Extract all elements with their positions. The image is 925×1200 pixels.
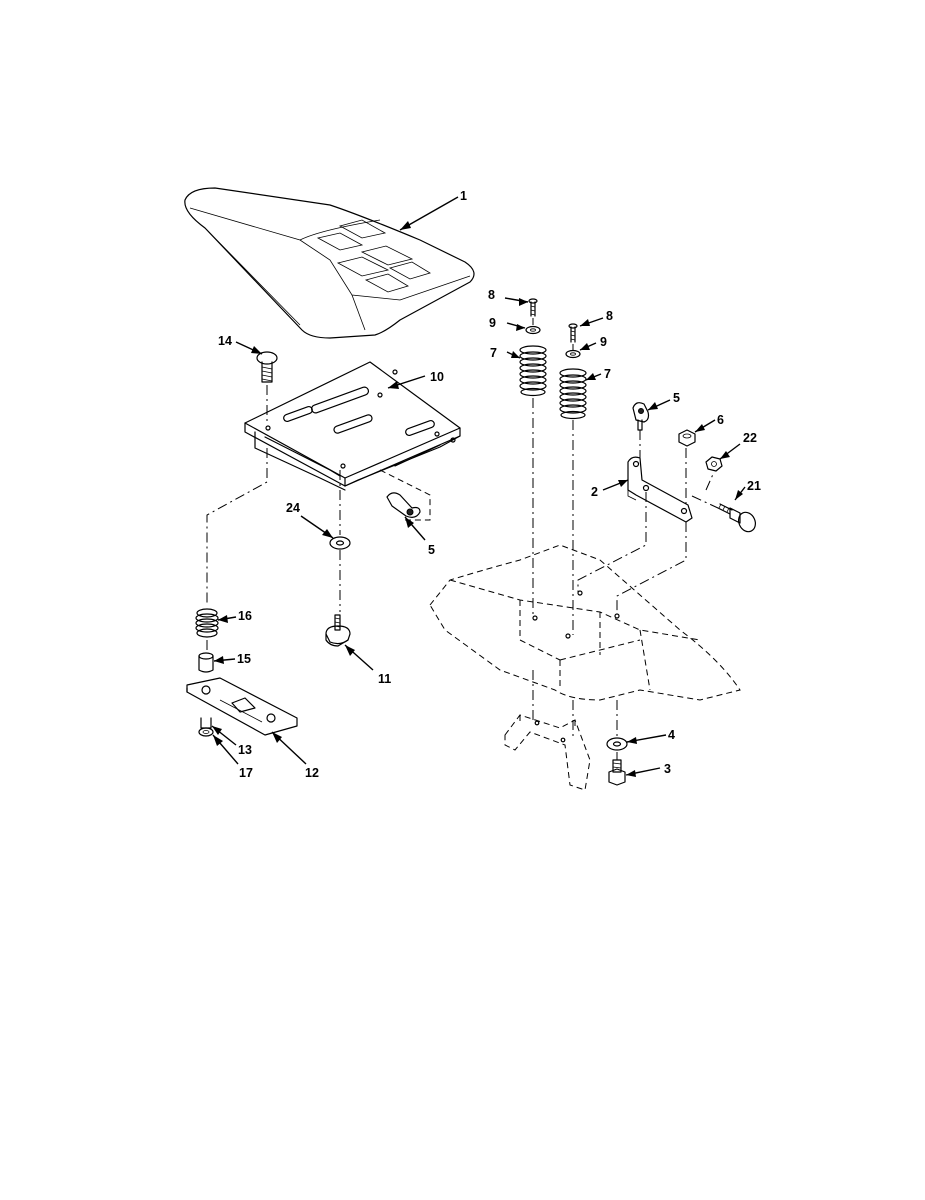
callout-leaders bbox=[211, 196, 746, 777]
callout-5-right: 5 bbox=[673, 391, 680, 405]
callout-14: 14 bbox=[218, 334, 232, 348]
callout-10: 10 bbox=[430, 370, 444, 384]
mounting-plate-part bbox=[186, 677, 298, 736]
callout-22: 22 bbox=[743, 431, 757, 445]
spring-stack-left-part bbox=[519, 298, 547, 397]
flat-washer-part bbox=[329, 536, 351, 550]
seat-cushion-part bbox=[184, 187, 475, 339]
shoulder-bolt-part bbox=[717, 503, 756, 533]
tractor-frame-outline bbox=[429, 544, 741, 791]
callout-16: 16 bbox=[238, 609, 252, 623]
assembly-centerlines bbox=[206, 318, 719, 760]
callout-9-right: 9 bbox=[600, 335, 607, 349]
adjustment-knob-part bbox=[325, 614, 351, 647]
lock-nut-part bbox=[198, 717, 214, 737]
callout-5-left: 5 bbox=[428, 543, 435, 557]
seat-clip-right-part bbox=[632, 402, 650, 431]
callout-8-right: 8 bbox=[606, 309, 613, 323]
seat-pan-part bbox=[244, 361, 461, 491]
callout-21: 21 bbox=[747, 479, 761, 493]
seat-clip-left-part bbox=[379, 469, 431, 521]
callout-11: 11 bbox=[378, 672, 391, 686]
callout-7-left: 7 bbox=[490, 346, 497, 360]
callout-8-left: 8 bbox=[488, 288, 495, 302]
compression-spring-small-part bbox=[195, 608, 219, 638]
spring-stack-right-part bbox=[559, 323, 587, 420]
carriage-bolt-part bbox=[256, 351, 278, 383]
callout-7-right: 7 bbox=[604, 367, 611, 381]
callout-24: 24 bbox=[286, 501, 300, 515]
callout-3: 3 bbox=[664, 762, 671, 776]
callout-15: 15 bbox=[237, 652, 251, 666]
mounting-bracket-part bbox=[627, 456, 693, 523]
spacer-part bbox=[198, 652, 214, 673]
callout-2: 2 bbox=[591, 485, 598, 499]
hex-bolt-part bbox=[608, 759, 626, 786]
callout-6: 6 bbox=[717, 413, 724, 427]
callout-labels: 1 2 3 4 5 5 6 7 7 8 8 9 9 10 11 12 13 14… bbox=[218, 189, 761, 780]
callout-4: 4 bbox=[668, 728, 675, 742]
callout-1: 1 bbox=[460, 189, 467, 203]
small-nut-part bbox=[705, 456, 723, 472]
callout-17: 17 bbox=[239, 766, 253, 780]
washer-lower-part bbox=[606, 737, 628, 751]
callout-12: 12 bbox=[305, 766, 319, 780]
callout-9-left: 9 bbox=[489, 316, 496, 330]
hex-nut-part bbox=[678, 429, 696, 447]
callout-13: 13 bbox=[238, 743, 252, 757]
